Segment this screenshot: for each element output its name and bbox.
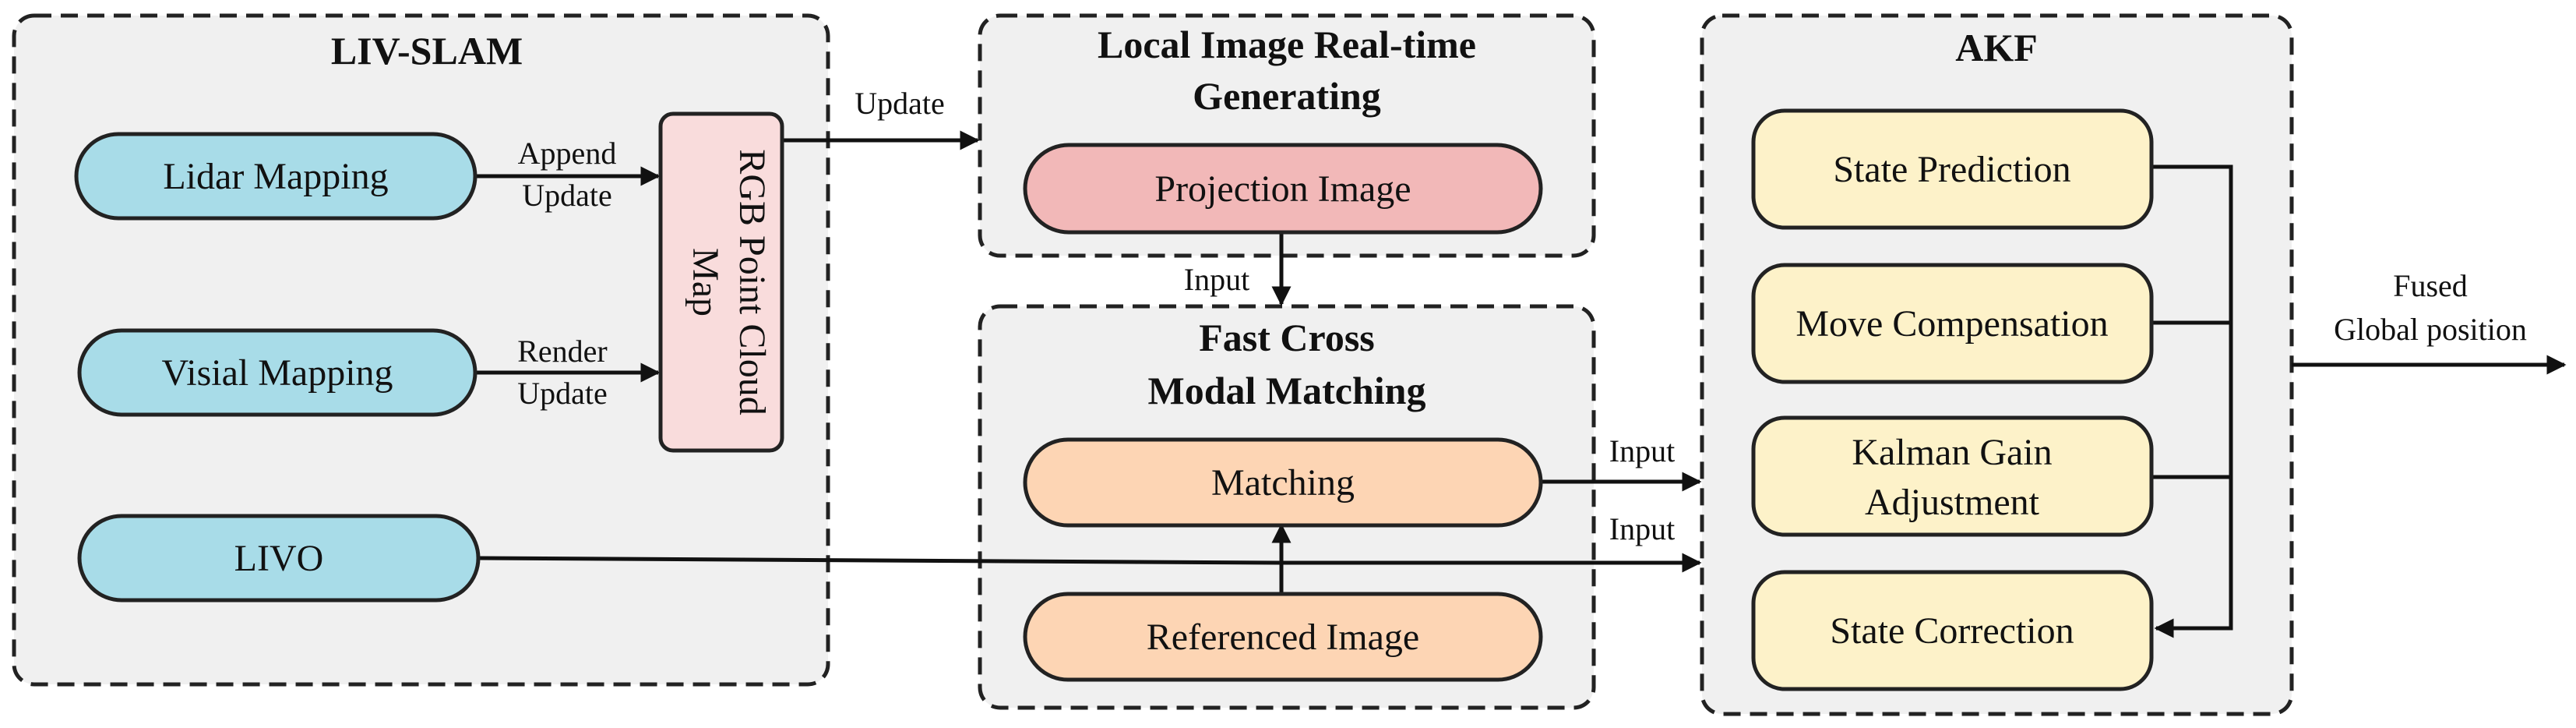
referenced-image-box — [1023, 592, 1543, 682]
matching-box — [1023, 437, 1543, 528]
state-prediction-label: State Prediction — [1833, 149, 2070, 190]
rgb-map-label-line1: RGB Point Cloud — [731, 149, 773, 415]
arrow-livo-to-akf — [477, 553, 1702, 573]
label-append: Append — [518, 136, 617, 171]
node-visial-mapping: Visial Mapping — [77, 328, 477, 417]
kalman-gain-box — [1751, 415, 2154, 537]
projection-image-label: Projection Image — [1154, 168, 1411, 210]
move-compensation-label: Move Compensation — [1795, 303, 2108, 345]
node-matching: Matching — [1023, 437, 1543, 528]
visial-mapping-label: Visial Mapping — [161, 352, 393, 394]
edge-labels: Append Update Render Update Update Input… — [517, 86, 2527, 546]
rgb-map-label-line2: Map — [685, 248, 726, 316]
node-move-compensation: Move Compensation — [1751, 263, 2154, 384]
label-input-projection: Input — [1184, 262, 1249, 297]
label-global-position: Global position — [2334, 312, 2527, 347]
move-compensation-box — [1751, 263, 2154, 384]
kalman-gain-label-line2: Adjustment — [1865, 482, 2040, 523]
label-render: Render — [517, 334, 608, 369]
fast-cross-title-line2: Modal Matching — [1148, 369, 1426, 412]
state-prediction-box — [1751, 108, 2154, 230]
label-update: Update — [855, 86, 945, 121]
connectors — [475, 130, 2567, 638]
local-image-title-line2: Generating — [1193, 74, 1381, 118]
visial-mapping-box — [77, 328, 477, 417]
node-referenced-image: Referenced Image — [1023, 592, 1543, 682]
label-input-matching: Input — [1609, 433, 1675, 468]
lidar-mapping-box — [74, 132, 477, 221]
state-correction-label: State Correction — [1830, 610, 2074, 652]
liv-slam-title: LIV-SLAM — [331, 29, 523, 72]
local-image-title-line1: Local Image Real-time — [1098, 23, 1476, 66]
node-kalman-gain: Kalman Gain Adjustment — [1751, 415, 2154, 537]
bracket-prediction-to-correction — [2151, 164, 2233, 638]
node-lidar-mapping: Lidar Mapping — [74, 132, 477, 221]
livo-label: LIVO — [234, 538, 324, 579]
node-projection-image: Projection Image — [1023, 143, 1543, 235]
rgb-map-box — [658, 111, 784, 453]
projection-image-box — [1023, 143, 1543, 235]
node-rgb-point-cloud-map: RGB Point Cloud Map — [658, 111, 784, 453]
node-state-prediction: State Prediction — [1751, 108, 2154, 230]
label-render-update: Update — [517, 376, 608, 411]
lidar-mapping-label: Lidar Mapping — [163, 156, 388, 197]
kalman-gain-label-line1: Kalman Gain — [1852, 432, 2052, 473]
matching-label: Matching — [1211, 462, 1355, 504]
label-input-livo: Input — [1609, 511, 1675, 546]
fast-cross-title-line1: Fast Cross — [1199, 316, 1374, 359]
state-correction-box — [1751, 570, 2154, 691]
label-append-update: Update — [522, 178, 612, 213]
node-state-correction: State Correction — [1751, 570, 2154, 691]
akf-title: AKF — [1955, 26, 2038, 69]
livo-box — [77, 514, 481, 603]
referenced-image-label: Referenced Image — [1147, 617, 1419, 658]
node-livo: LIVO — [77, 514, 481, 603]
label-fused: Fused — [2393, 268, 2468, 303]
